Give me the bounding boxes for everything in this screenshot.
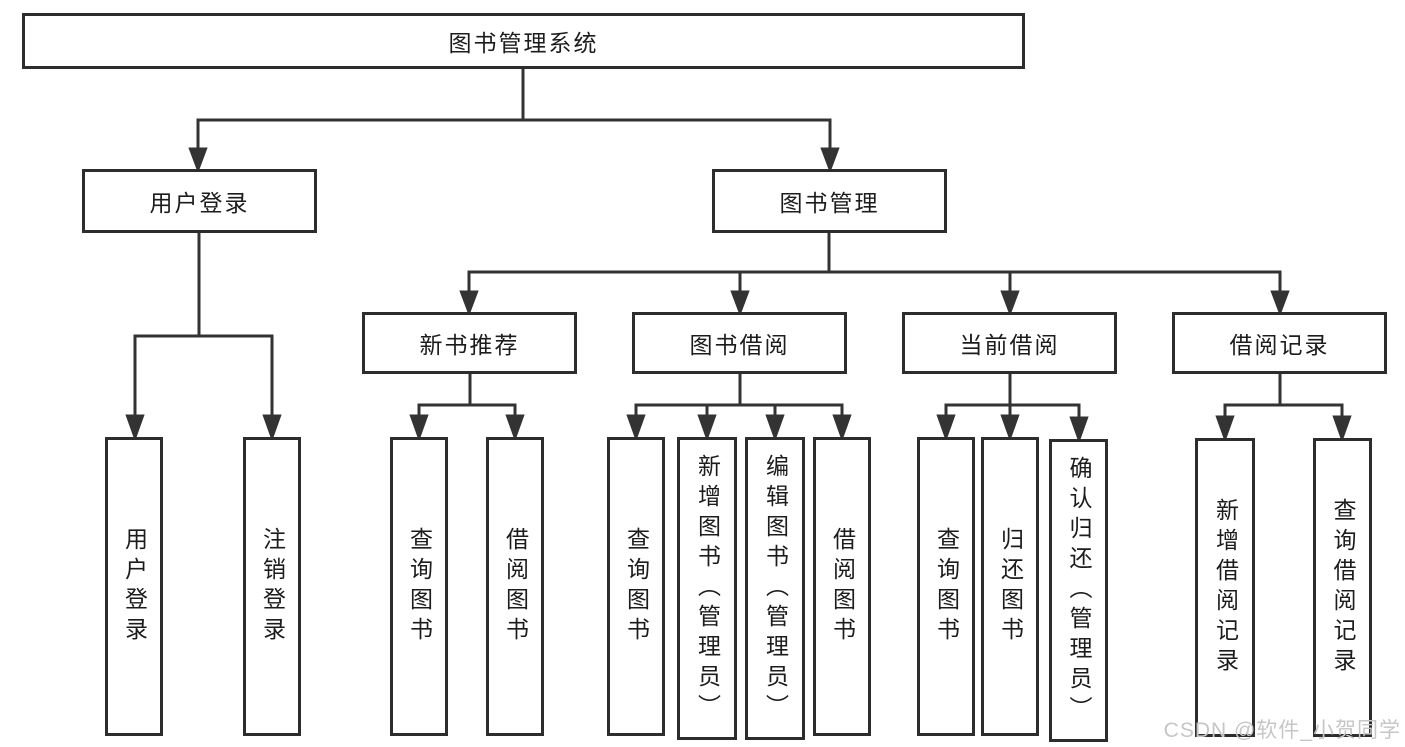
- csdn-watermark: CSDN @软件_小贺同学: [1163, 719, 1401, 742]
- leaf-logout: 注销登录: [243, 437, 301, 736]
- leaf-query-borrow-record-label: 查询借阅记录: [1330, 497, 1356, 678]
- node-user-login-branch: 用户登录: [82, 169, 317, 233]
- leaf-add-books-admin: 新增图书（管理员）: [677, 437, 737, 740]
- leaf-user-login: 用户登录: [105, 437, 163, 736]
- leaf-add-borrow-record-label: 新增借阅记录: [1212, 497, 1239, 678]
- node-root-label: 图书管理系统: [448, 30, 599, 56]
- leaf-logout-label: 注销登录: [259, 526, 286, 647]
- leaf-borrow-books-1: 借阅图书: [486, 437, 544, 736]
- leaf-return-books: 归还图书: [981, 437, 1039, 736]
- node-book-borrowing: 图书借阅: [632, 312, 847, 374]
- leaf-borrow-books-2-label: 借阅图书: [829, 526, 856, 647]
- node-current-borrowing-label: 当前借阅: [959, 332, 1060, 358]
- node-user-login-label: 用户登录: [149, 190, 250, 216]
- leaf-add-books-admin-label: 新增图书（管理员）: [694, 453, 721, 724]
- node-current-borrowing: 当前借阅: [902, 312, 1117, 374]
- leaf-query-books-3: 查询图书: [917, 437, 975, 736]
- node-book-management-label: 图书管理: [779, 190, 880, 216]
- leaf-edit-books-admin: 编辑图书（管理员）: [745, 437, 805, 740]
- leaf-query-books-1-label: 查询图书: [406, 526, 433, 647]
- node-new-book-recommend-label: 新书推荐: [419, 332, 520, 358]
- node-book-management-branch: 图书管理: [712, 169, 947, 233]
- leaf-query-books-2: 查询图书: [607, 437, 665, 736]
- leaf-user-login-label: 用户登录: [121, 526, 148, 647]
- leaf-query-borrow-record: 查询借阅记录: [1313, 438, 1372, 737]
- node-root-system: 图书管理系统: [22, 13, 1025, 69]
- leaf-query-books-2-label: 查询图书: [623, 526, 650, 647]
- node-borrowing-records: 借阅记录: [1172, 312, 1387, 374]
- leaf-borrow-books-1-label: 借阅图书: [502, 526, 529, 647]
- leaf-edit-books-admin-label: 编辑图书（管理员）: [762, 453, 789, 724]
- leaf-query-books-1: 查询图书: [390, 437, 448, 736]
- node-borrowing-records-label: 借阅记录: [1229, 332, 1330, 358]
- leaf-borrow-books-2: 借阅图书: [813, 437, 871, 736]
- leaf-add-borrow-record: 新增借阅记录: [1195, 438, 1255, 737]
- leaf-confirm-return-admin: 确认归还（管理员）: [1049, 439, 1108, 742]
- leaf-confirm-return-admin-label: 确认归还（管理员）: [1066, 455, 1092, 726]
- node-new-book-recommend: 新书推荐: [362, 312, 577, 374]
- node-book-borrowing-label: 图书借阅: [689, 332, 790, 358]
- leaf-return-books-label: 归还图书: [997, 526, 1024, 647]
- leaf-query-books-3-label: 查询图书: [933, 526, 960, 647]
